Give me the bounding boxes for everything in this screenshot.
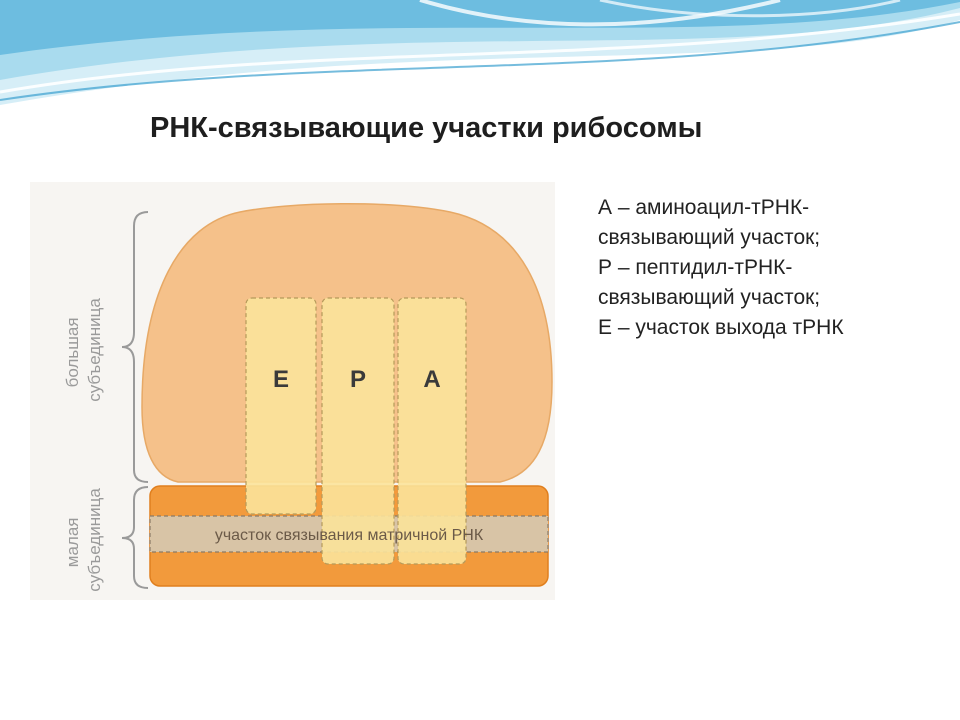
legend-line-p: Р – пептидил-тРНК- [598,256,793,279]
large-subunit-brace [121,211,149,483]
legend-line-p-cont: связывающий участок; [598,286,821,309]
mrna-band-label: участок связывания матричной РНК [215,527,484,544]
legend-line-e: Е – участок выхода тРНК [598,316,844,339]
small-subunit-brace [121,486,149,589]
site-e-label: E [273,366,289,393]
header-wave-decoration [0,0,960,105]
site-p [321,297,395,565]
site-a-label: A [423,366,440,393]
legend-line-a: А – аминоацил-тРНК- [598,196,810,219]
slide-title: РНК-связывающие участки рибосомы [150,112,703,144]
site-p-label: P [350,366,366,393]
site-a [397,297,467,565]
sites-legend: А – аминоацил-тРНК- связывающий участок;… [598,193,928,343]
small-subunit-label: малая субъединица [63,488,104,592]
legend-line-a-cont: связывающий участок; [598,226,821,249]
site-e [245,297,317,515]
ribosome-diagram: большая субъединица малая субъединица уч… [30,182,555,600]
large-subunit-label: большая субъединица [63,298,104,402]
